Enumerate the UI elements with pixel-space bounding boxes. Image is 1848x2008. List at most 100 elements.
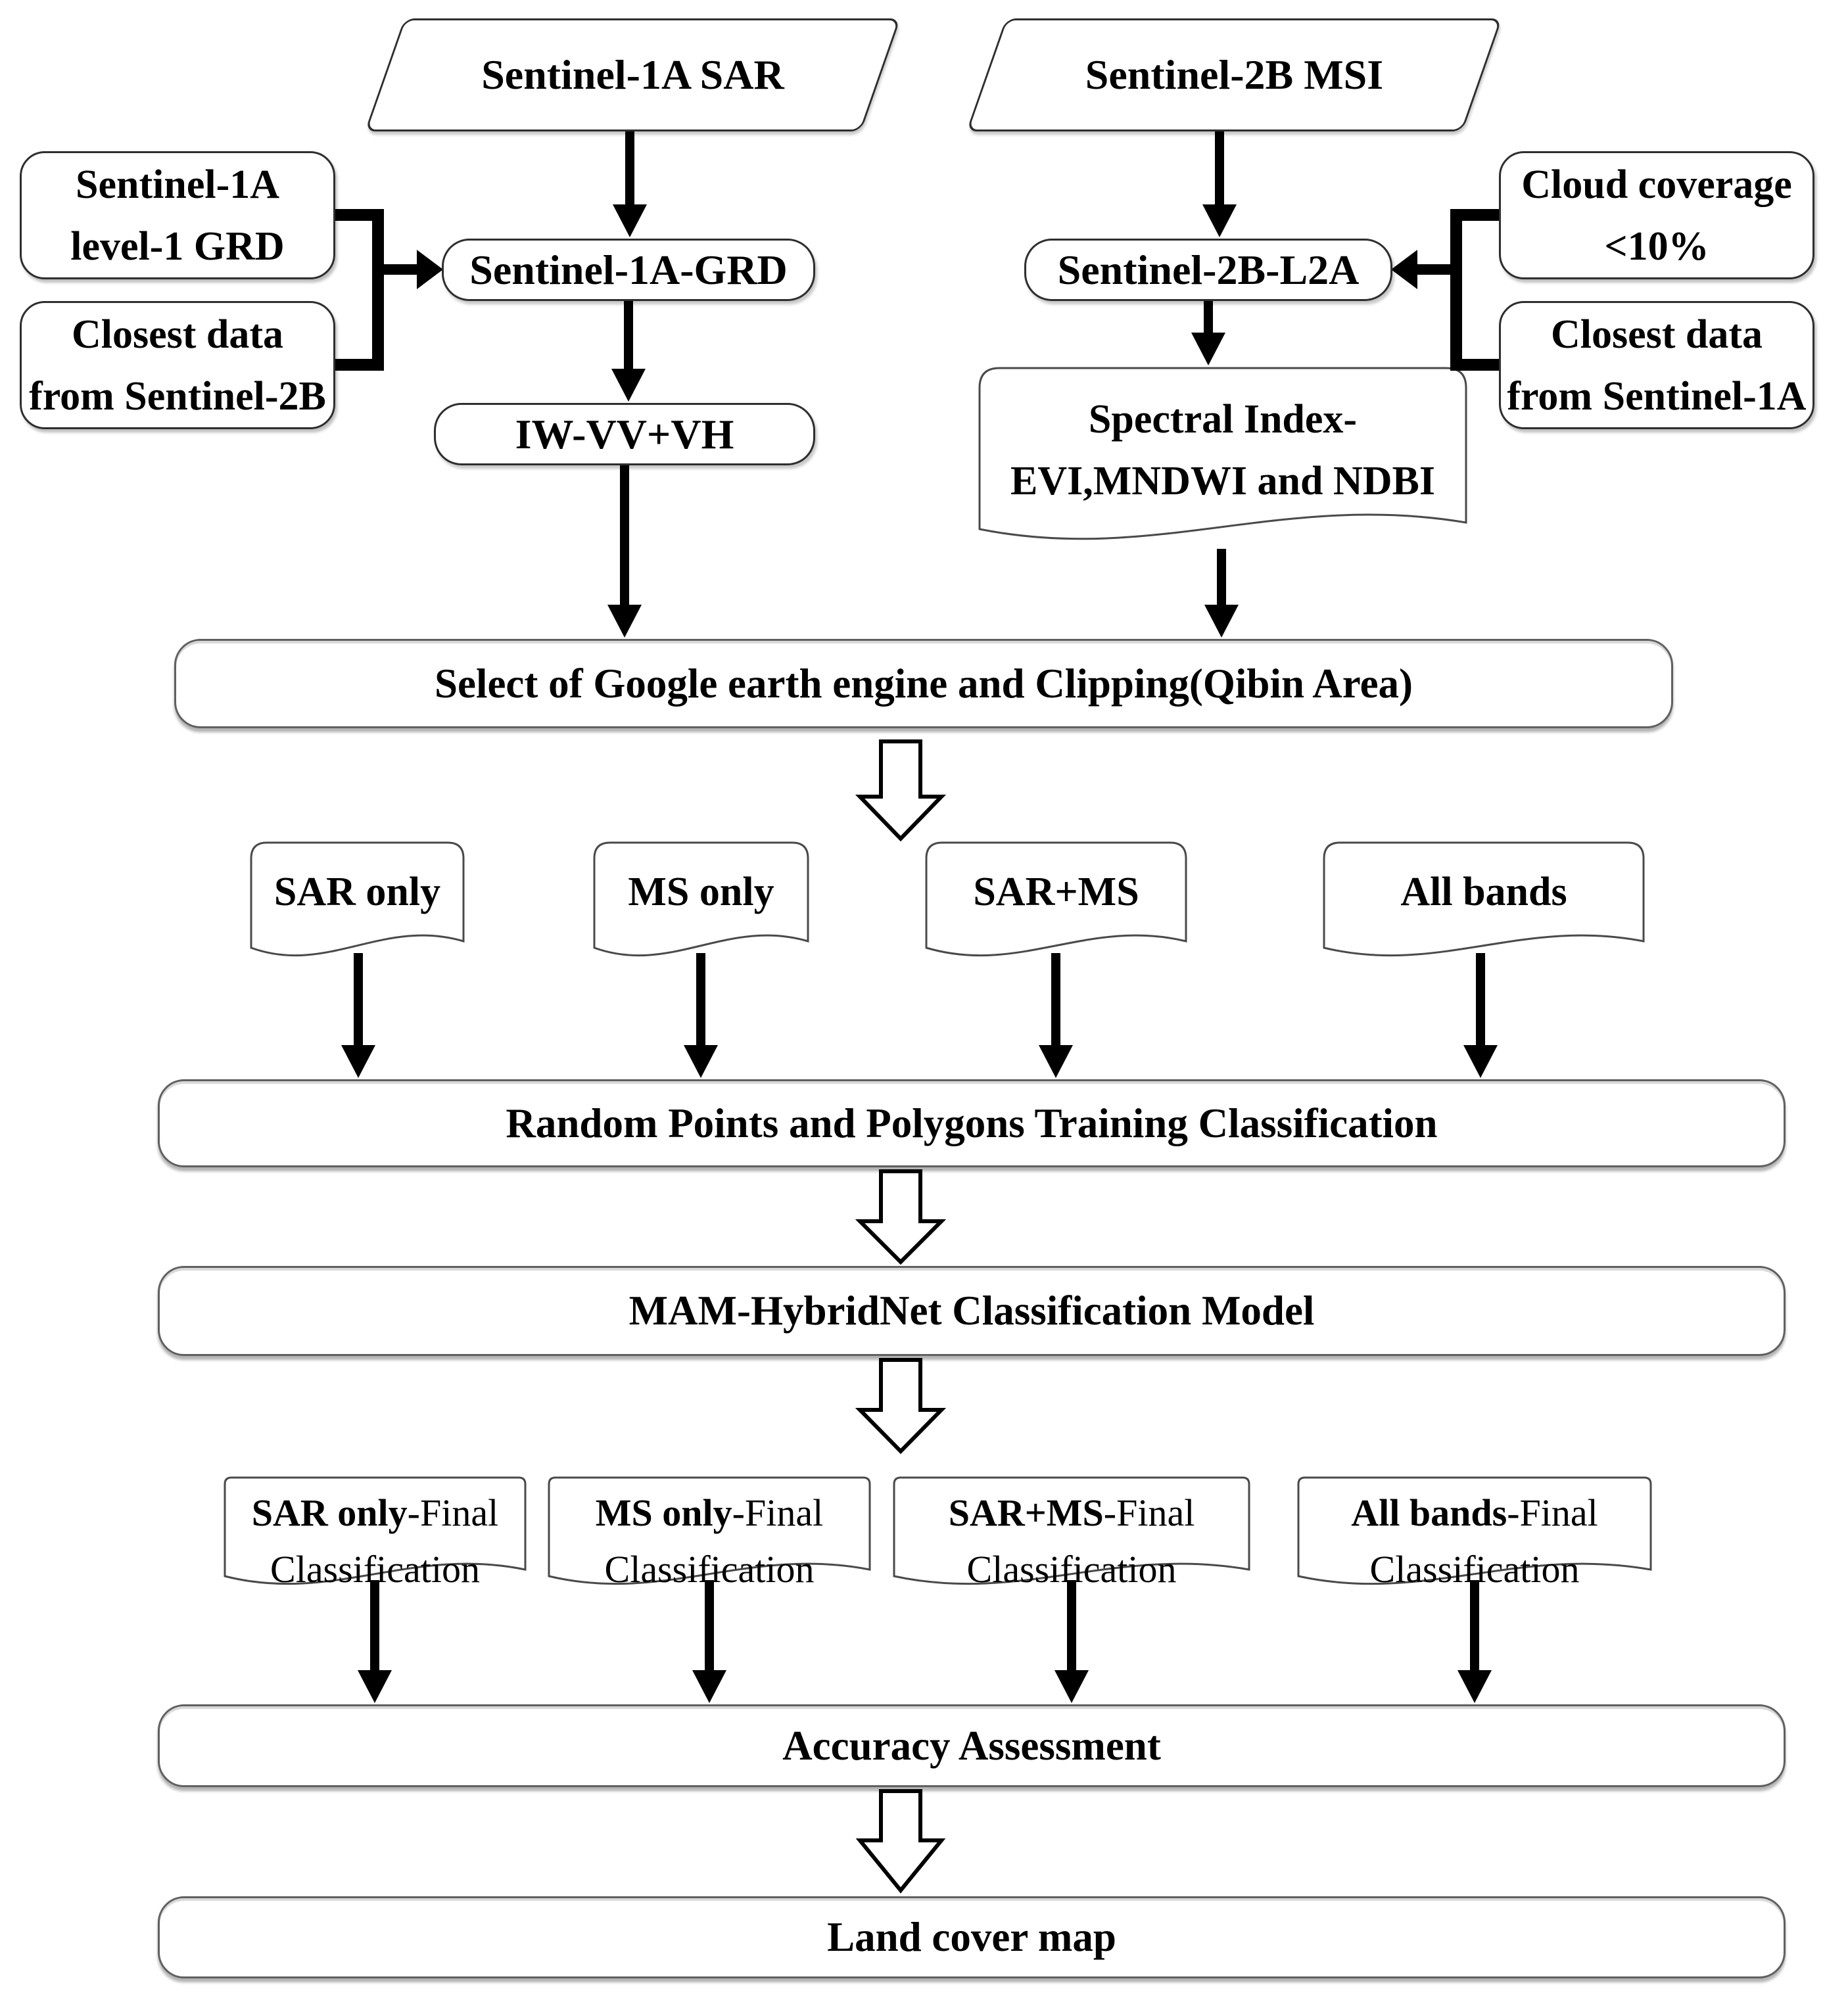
node-all-bands: All bands xyxy=(1324,843,1644,941)
document-sar-ms-final xyxy=(893,1476,1250,1585)
right-bracket xyxy=(1391,209,1502,371)
arrow-grd-to-iw-stem xyxy=(624,301,633,369)
arrow-sar-ms-stem xyxy=(1051,953,1060,1045)
arrow-l2a-to-spectral-head xyxy=(1191,333,1225,365)
node-sar-ms: SAR+MS xyxy=(926,843,1186,941)
node-label-line: Random Points and Polygons Training Clas… xyxy=(506,1100,1438,1146)
arrow-s1a-sar-stem xyxy=(625,131,634,204)
arrow-sar-only-head xyxy=(341,1045,375,1078)
document-sar-only xyxy=(250,841,465,957)
node-label-line: All bands xyxy=(1400,870,1567,914)
node-ms-only: MS only xyxy=(594,843,808,941)
node-sentinel-2b-msi-label: Sentinel-2B MSI xyxy=(1085,51,1384,98)
node-select-gee-clipping: Select of Google earth engine and Clippi… xyxy=(174,639,1673,728)
arrow-s2b-msi-stem xyxy=(1215,131,1224,204)
node-label-line: All bands-Final xyxy=(1351,1485,1598,1541)
arrow-ms-only-stem xyxy=(696,953,705,1045)
node-iw-vv-vh: IW-VV+VH xyxy=(434,403,815,465)
solid-arrows xyxy=(341,131,1498,1703)
node-label-line: Closest data xyxy=(1550,312,1763,357)
arrow-into-grd-head xyxy=(417,250,443,289)
node-all-bands-final: All bands-Final Classification xyxy=(1298,1480,1651,1602)
node-random-points-training: Random Points and Polygons Training Clas… xyxy=(158,1079,1786,1167)
node-label-line: from Sentinel-1A xyxy=(1507,373,1807,419)
node-label-line: level-1 GRD xyxy=(70,223,285,269)
node-label-line: Classification xyxy=(966,1548,1177,1591)
node-label-line: Spectral Index- xyxy=(1088,397,1358,442)
node-label-bold: All bands xyxy=(1351,1491,1507,1534)
node-accuracy-assessment: Accuracy Assessment xyxy=(158,1704,1786,1787)
arrow-into-grd-stem xyxy=(384,264,417,275)
bracket-segment xyxy=(372,209,384,371)
node-sentinel-1a-sar-label: Sentinel-1A SAR xyxy=(481,51,784,98)
node-sentinel-2b-msi: Sentinel-2B MSI xyxy=(966,18,1502,131)
document-ms-only-final xyxy=(548,1476,871,1585)
node-label-line: Select of Google earth engine and Clippi… xyxy=(434,660,1413,707)
node-label-line: Accuracy Assessment xyxy=(782,1722,1161,1769)
node-label-suffix: -Final xyxy=(407,1491,499,1534)
bracket-segment xyxy=(334,359,384,371)
arrow-into-l2a-stem xyxy=(1417,264,1450,275)
node-label-line: MS only xyxy=(628,870,774,914)
arrow-iw-to-select-stem xyxy=(620,465,629,605)
arrow-sarms-final-head xyxy=(1054,1670,1089,1703)
node-label-suffix: -Final xyxy=(732,1491,824,1534)
node-label-line: from Sentinel-2B xyxy=(29,373,326,419)
hollow-arrow-random-to-mam xyxy=(855,1169,947,1265)
node-label-bold: SAR+MS xyxy=(948,1491,1104,1534)
hollow-arrow-mam-to-finals xyxy=(855,1358,947,1455)
node-label-line: Cloud coverage xyxy=(1521,162,1792,207)
arrow-sar-ms-head xyxy=(1039,1045,1073,1078)
node-label-line: MS only-Final xyxy=(596,1485,823,1541)
bracket-segment xyxy=(1450,209,1462,371)
document-all-bands xyxy=(1323,841,1645,957)
arrow-sar-only-stem xyxy=(354,953,363,1045)
node-label-line: SAR+MS-Final xyxy=(949,1485,1195,1541)
node-land-cover-map: Land cover map xyxy=(158,1896,1786,1978)
node-sentinel-1a-sar: Sentinel-1A SAR xyxy=(364,18,901,131)
arrow-spectral-to-select-stem xyxy=(1217,549,1226,605)
node-mam-hybridnet-model: MAM-HybridNet Classification Model xyxy=(158,1266,1786,1356)
arrow-l2a-to-spectral-stem xyxy=(1204,301,1213,333)
arrow-into-l2a-head xyxy=(1391,250,1417,289)
arrow-ms-only-head xyxy=(684,1045,718,1078)
node-label-line: Classification xyxy=(1369,1548,1580,1591)
arrow-sarms-final-stem xyxy=(1067,1580,1076,1670)
arrow-sar-final-head xyxy=(358,1670,392,1703)
document-all-bands-final xyxy=(1297,1476,1652,1585)
node-ms-only-final: MS only-Final Classification xyxy=(549,1480,870,1602)
node-label-bold: MS only xyxy=(595,1491,732,1534)
node-label-line: SAR only xyxy=(273,870,441,914)
document-sar-only-final xyxy=(224,1476,527,1585)
node-sentinel-2b-l2a: Sentinel-2B-L2A xyxy=(1024,239,1392,301)
node-label-suffix: -Final xyxy=(1103,1491,1195,1534)
arrow-ms-final-head xyxy=(692,1670,726,1703)
arrow-all-bands-stem xyxy=(1476,953,1485,1045)
node-label-suffix: -Final xyxy=(1507,1491,1598,1534)
node-closest-data-from-s2b: Closest data from Sentinel-2B xyxy=(20,301,335,429)
node-closest-data-from-s1a: Closest data from Sentinel-1A xyxy=(1499,301,1814,429)
node-label-line: SAR+MS xyxy=(973,870,1139,914)
node-sar-ms-final: SAR+MS-Final Classification xyxy=(894,1480,1249,1602)
arrow-spectral-to-select-head xyxy=(1204,605,1239,638)
arrow-grd-to-iw-head xyxy=(611,369,646,402)
node-label-line: Land cover map xyxy=(827,1914,1116,1960)
hollow-arrow-select-to-docs xyxy=(855,739,947,842)
bracket-segment xyxy=(1450,359,1502,371)
left-bracket xyxy=(334,209,443,371)
arrow-all-bands-head xyxy=(1463,1045,1498,1078)
bracket-segment xyxy=(1450,209,1502,221)
bracket-segment xyxy=(334,209,384,221)
document-shapes xyxy=(224,367,1652,1585)
arrow-allbands-final-stem xyxy=(1470,1580,1479,1670)
document-sar-ms xyxy=(925,841,1187,957)
document-spectral-index xyxy=(978,367,1467,540)
node-sar-only: SAR only xyxy=(251,843,463,941)
node-cloud-coverage: Cloud coverage <10% xyxy=(1499,151,1814,279)
node-sentinel-1a-level1-grd: Sentinel-1A level-1 GRD xyxy=(20,151,335,279)
node-label-line: MAM-HybridNet Classification Model xyxy=(628,1288,1315,1334)
node-label-line: Classification xyxy=(604,1548,815,1591)
node-label-line: <10% xyxy=(1604,223,1709,269)
